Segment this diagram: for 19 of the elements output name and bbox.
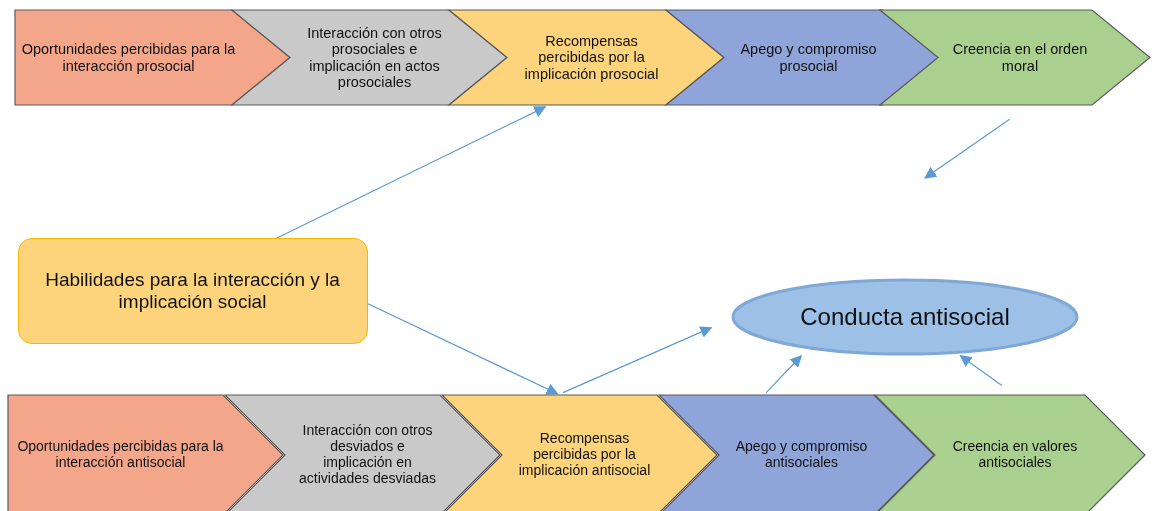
chevron-label: Creencia en el orden moral xyxy=(951,41,1089,74)
rounded-box xyxy=(18,238,368,344)
chevron-label: Creencia en valores antisociales xyxy=(951,439,1079,471)
chevron-label: Recompensas percibidas por la implicación prosocial xyxy=(523,32,660,83)
arrow xyxy=(959,355,1003,386)
chevron-label: Interacción con otros desviados e implicación en actividades desviadas xyxy=(298,423,437,487)
chevron-label: Interacción con otros prosociales e implicación en actos prosociales xyxy=(306,24,443,91)
outcome-label: Conducta antisocial xyxy=(800,303,1010,331)
chevron-label: Recompensas percibidas por la implicación antisocial xyxy=(517,431,652,479)
arrow xyxy=(276,106,547,239)
chevron-label: Apego y compromiso prosocial xyxy=(739,41,878,74)
box-label: Habilidades para la interacción y la implicación social xyxy=(44,269,341,312)
arrow xyxy=(367,303,559,395)
arrow xyxy=(562,326,713,394)
chevron-label: Oportunidades percibidas para la interacción prosocial xyxy=(21,41,236,74)
arrow xyxy=(924,118,1011,179)
arrow xyxy=(765,354,803,394)
chevron-label: Oportunidades percibidas para la interacción antisocial xyxy=(16,439,225,471)
chevron-label: Apego y compromiso antisociales xyxy=(734,439,869,471)
